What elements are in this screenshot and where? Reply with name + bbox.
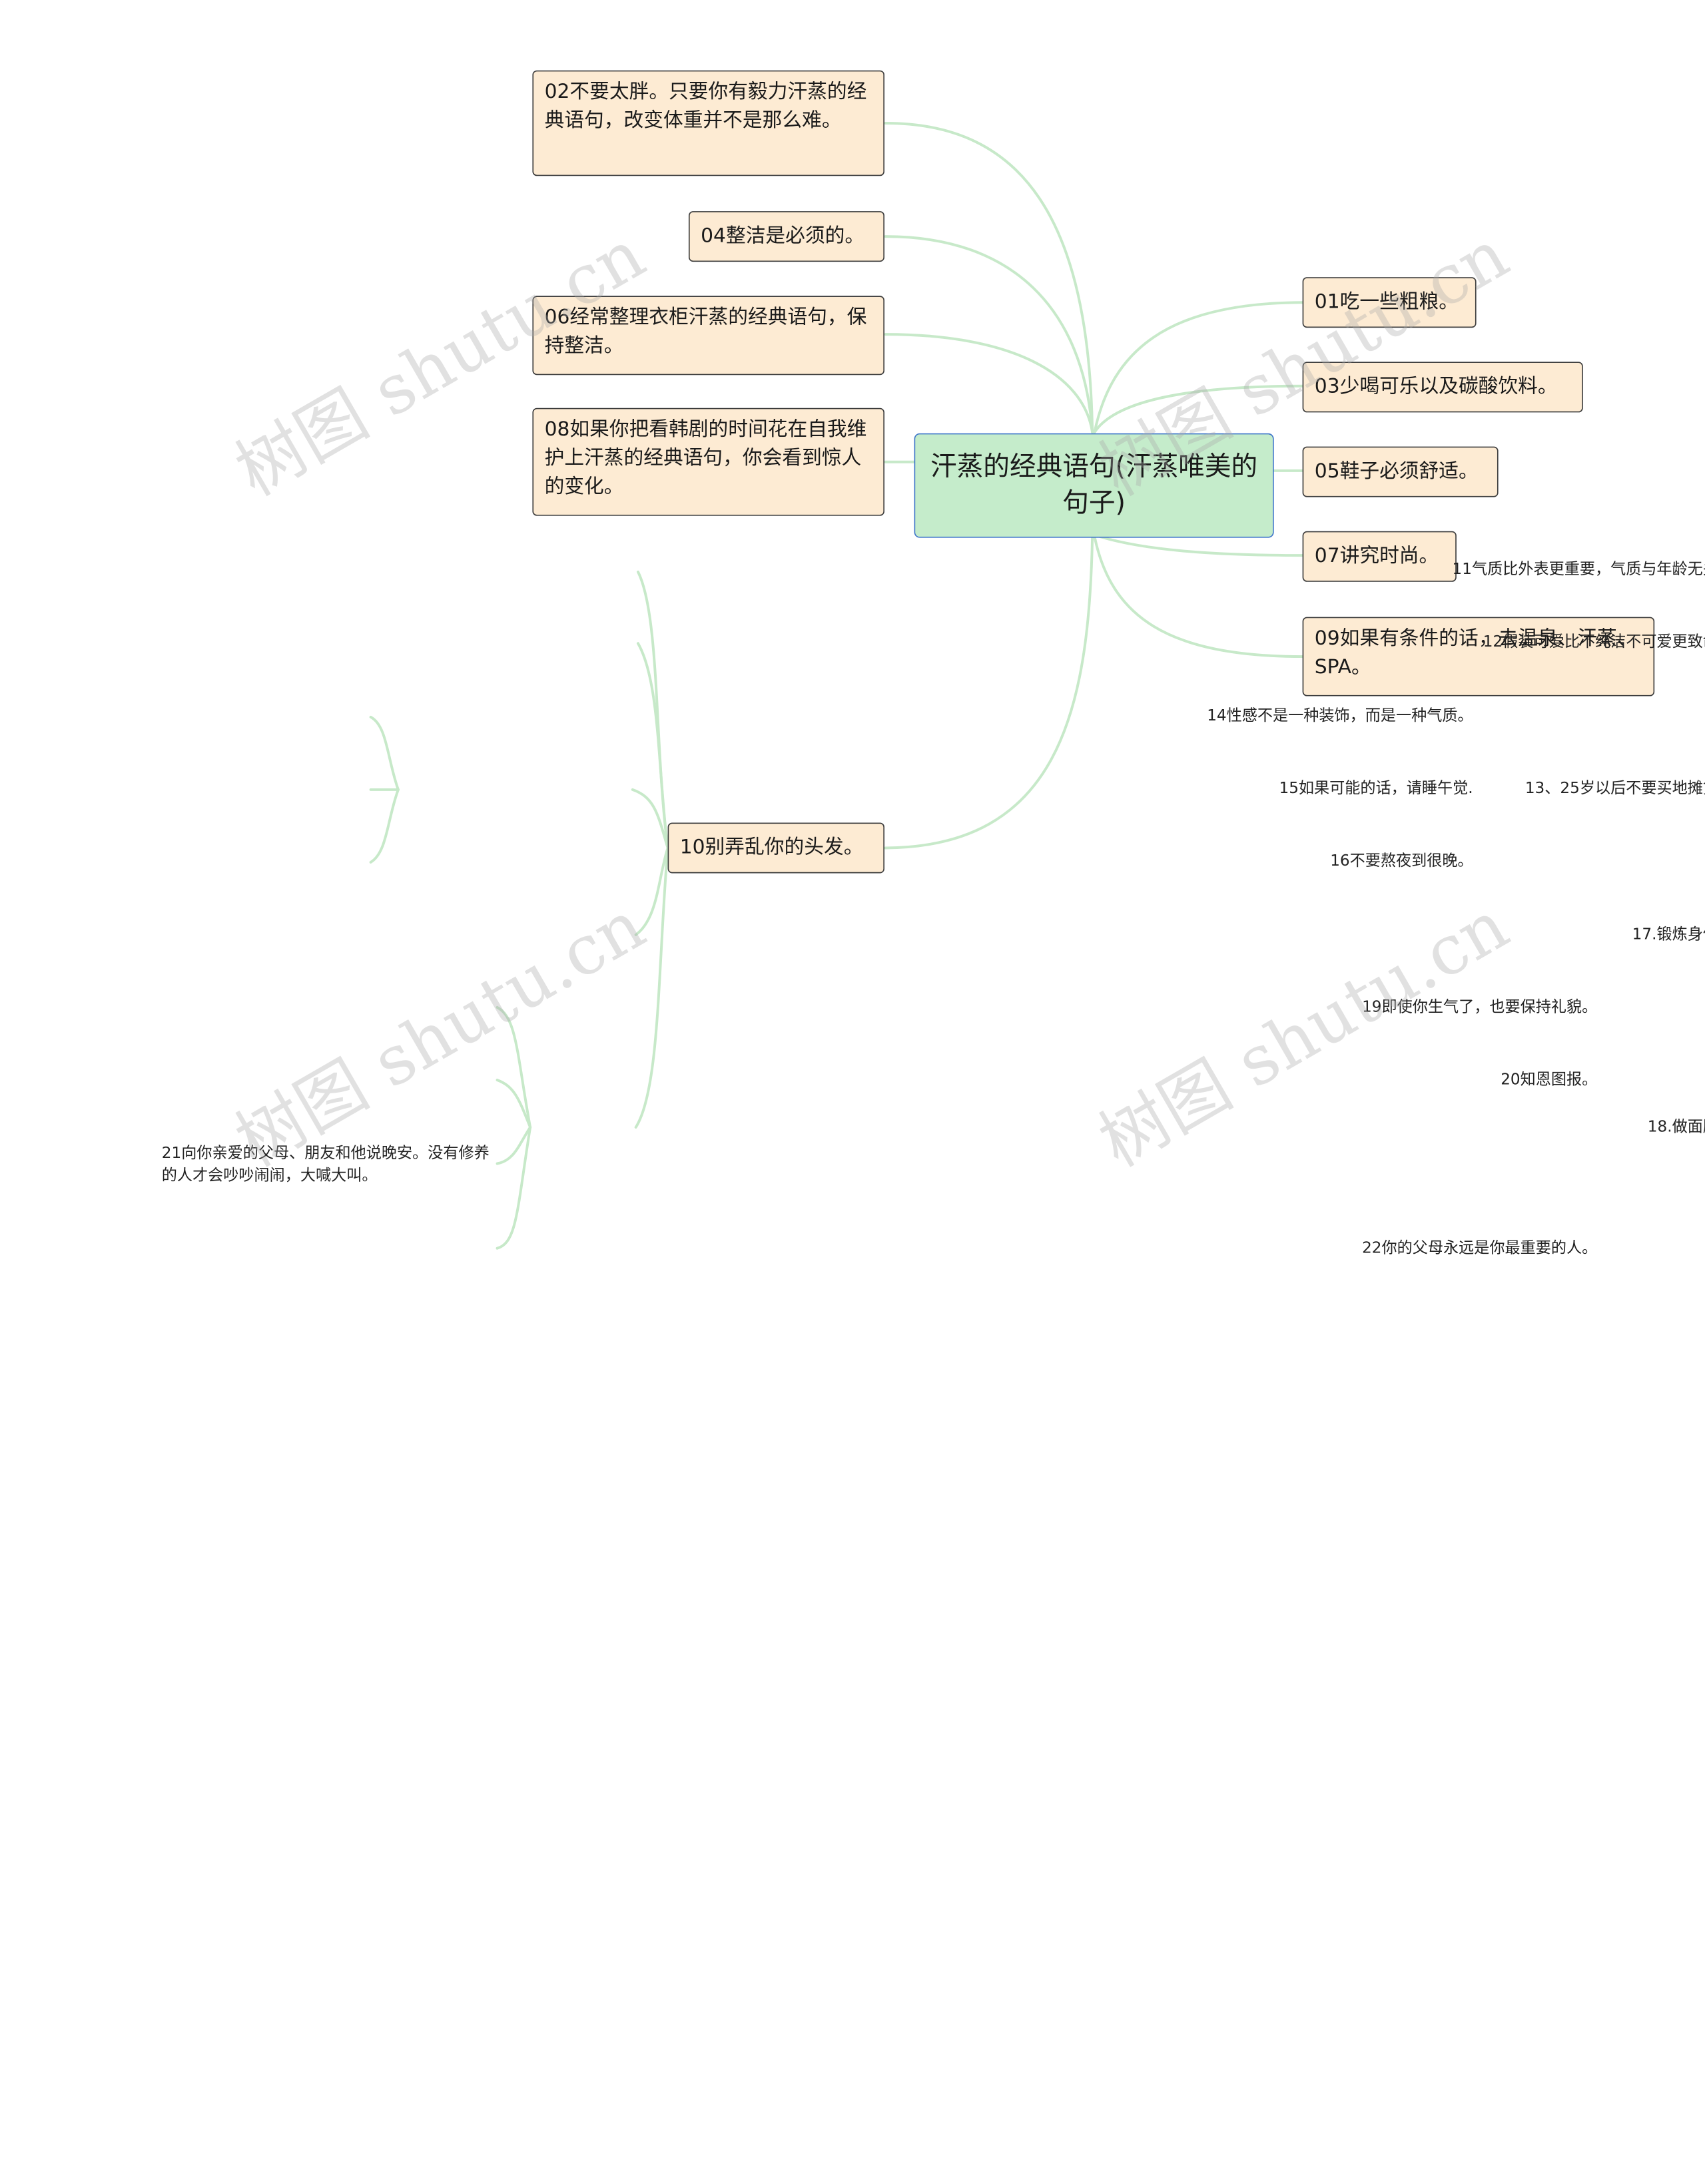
topic-10-label: 10别弄乱你的头发。 — [679, 836, 864, 859]
topic-06-label: 06经常整理衣柜汗蒸的经典语句，保持整洁。 — [544, 306, 867, 358]
link-root-04 — [884, 235, 1094, 434]
topic-07-label: 07讲究时尚。 — [1314, 544, 1439, 568]
link-18-19 — [496, 1005, 532, 1129]
subtopic-19[interactable]: 19即使你生气了，也要保持礼貌。 — [1362, 998, 1598, 1017]
link-root-02 — [884, 122, 1094, 434]
topic-08[interactable]: 08如果你把看韩剧的时间花在自我维护上汗蒸的经典语句，你会看到惊人的变化。 — [532, 408, 884, 516]
link-root-06 — [884, 333, 1094, 434]
topic-02[interactable]: 02不要太胖。只要你有毅力汗蒸的经典语句，改变体重并不是那么难。 — [532, 70, 884, 176]
topic-09-label: 09如果有条件的话，去温泉、汗蒸、SPA。 — [1314, 627, 1637, 679]
subtopic-16[interactable]: 16不要熬夜到很晚。 — [1330, 852, 1473, 870]
connector-lines — [369, 122, 1305, 1250]
link-10-12 — [637, 642, 669, 850]
link-18-21 — [496, 1126, 532, 1165]
topic-01[interactable]: 01吃一些粗粮。 — [1302, 277, 1477, 328]
topic-05-label: 05鞋子必须舒适。 — [1314, 459, 1479, 483]
subtopic-12[interactable]: 12假装可爱比不纯洁不可爱更致命。 — [1483, 633, 1705, 651]
link-root-10 — [884, 535, 1094, 850]
link-root-07 — [1098, 535, 1305, 557]
subtopic-18[interactable]: 18.做面膜。 — [1647, 1118, 1705, 1137]
link-root-09 — [1093, 535, 1305, 659]
link-10-18 — [634, 846, 669, 1129]
subtopic-21[interactable]: 21向你亲爱的父母、朋友和他说晚安。没有修养的人才会吵吵闹闹，大喊大叫。 — [161, 1145, 490, 1185]
topic-04[interactable]: 04整洁是必须的。 — [688, 211, 884, 262]
topic-06[interactable]: 06经常整理衣柜汗蒸的经典语句，保持整洁。 — [532, 296, 884, 376]
topic-05[interactable]: 05鞋子必须舒适。 — [1302, 446, 1499, 497]
topic-08-label: 08如果你把看韩剧的时间花在自我维护上汗蒸的经典语句，你会看到惊人的变化。 — [544, 417, 867, 499]
subtopic-14[interactable]: 14性感不是一种装饰，而是一种气质。 — [1207, 707, 1473, 725]
topic-01-label: 01吃一些粗粮。 — [1314, 290, 1459, 314]
topic-09[interactable]: 09如果有条件的话，去温泉、汗蒸、SPA。 — [1302, 617, 1655, 696]
subtopic-20[interactable]: 20知恩图报。 — [1501, 1071, 1598, 1089]
link-10-17 — [634, 846, 669, 936]
topic-03[interactable]: 03少喝可乐以及碳酸饮料。 — [1302, 362, 1583, 413]
topic-10[interactable]: 10别弄乱你的头发。 — [667, 822, 884, 874]
link-root-03 — [1093, 384, 1305, 434]
link-13-16 — [369, 788, 400, 864]
topic-03-label: 03少喝可乐以及碳酸饮料。 — [1314, 375, 1558, 398]
subtopic-17[interactable]: 17.锻炼身体。 — [1632, 926, 1705, 944]
link-root-01 — [1093, 301, 1305, 434]
link-13-14 — [369, 715, 400, 791]
link-18-20 — [496, 1078, 532, 1129]
link-18-22 — [496, 1126, 532, 1250]
subtopic-15[interactable]: 15如果可能的话，请睡午觉. — [1279, 780, 1473, 798]
topic-04-label: 04整洁是必须的。 — [701, 224, 865, 248]
root-topic-label: 汗蒸的经典语句(汗蒸唯美的句子) — [930, 451, 1258, 518]
root-topic[interactable]: 汗蒸的经典语句(汗蒸唯美的句子) — [914, 433, 1274, 538]
topic-07[interactable]: 07讲究时尚。 — [1302, 531, 1457, 582]
subtopic-11[interactable]: 11气质比外表更重要，气质与年龄无关。 — [1452, 561, 1705, 579]
topic-02-label: 02不要太胖。只要你有毅力汗蒸的经典语句，改变体重并不是那么难。 — [544, 80, 867, 133]
subtopic-22[interactable]: 22你的父母永远是你最重要的人。 — [1362, 1239, 1598, 1257]
link-10-13 — [631, 788, 669, 850]
subtopic-13[interactable]: 13、25岁以后不要买地摊货。 — [1525, 780, 1705, 798]
